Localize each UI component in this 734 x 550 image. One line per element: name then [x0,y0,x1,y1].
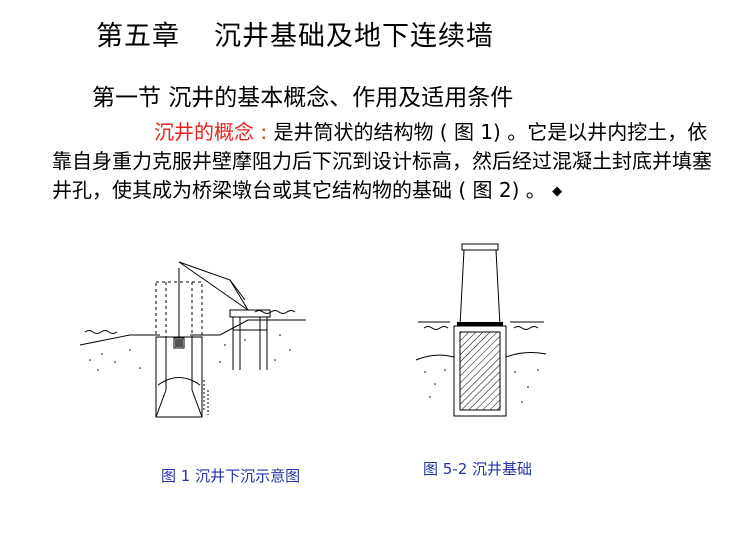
figure-1-caisson-sinking-diagram [79,261,306,418]
definition-term: 沉井的概念 : [154,120,274,144]
definition-paragraph: 沉井的概念 : 是井筒状的结构物 ( 图 1) 。它是以井内挖土，依靠自身重力克… [52,118,712,206]
chapter-title: 第五章 沉井基础及地下连续墙 [96,14,494,53]
chapter-label: 第五章 [96,21,180,52]
bullet-diamond-icon: ◆ [552,184,563,199]
section-title: 第一节 沉井的基本概念、作用及适用条件 [92,85,514,111]
definition-body: 是井筒状的结构物 ( 图 1) 。它是以井内挖土，依靠自身重力克服井壁摩阻力后下… [52,120,712,202]
figure-2-caisson-foundation-diagram [415,243,547,417]
figure-2-caption: 图 5-2 沉井基础 [423,460,533,478]
chapter-name: 沉井基础及地下连续墙 [214,21,494,52]
figure-1-caption: 图 1 沉井下沉示意图 [161,467,301,485]
